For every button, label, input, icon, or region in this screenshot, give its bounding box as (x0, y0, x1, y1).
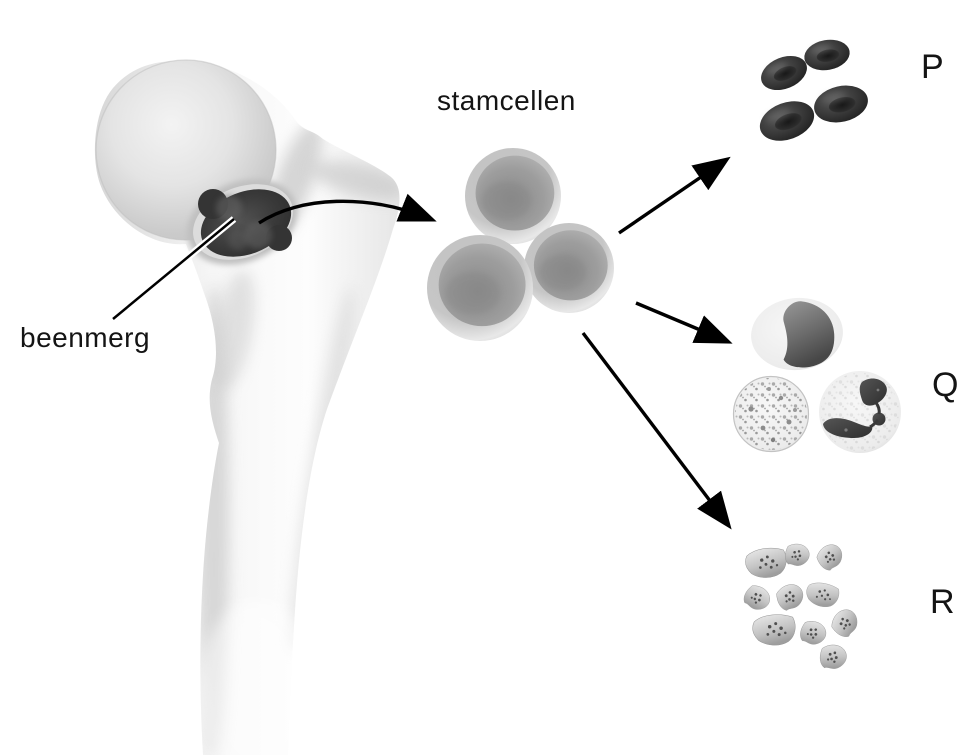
femur-bone (94, 59, 400, 755)
white-blood-cells-group (732, 297, 901, 453)
platelets-group (739, 540, 864, 672)
bone-marrow-label: beenmerg (20, 322, 151, 353)
platelet (817, 642, 849, 672)
red-blood-cells-group (754, 36, 871, 148)
white-blood-cell-monocyte (751, 297, 843, 371)
red-blood-cell (810, 80, 871, 127)
stem-cells-group (427, 148, 614, 341)
platelet (813, 540, 848, 574)
white-blood-cell-neutrophil (819, 371, 901, 453)
label-r: R (930, 583, 956, 621)
platelet (803, 580, 841, 610)
stem-cells-label: stamcellen (437, 85, 576, 116)
white-blood-cell-granulocyte (732, 375, 810, 453)
bone-marrow (187, 179, 297, 265)
platelet (743, 545, 790, 581)
arrow-to-p (618, 156, 731, 235)
red-blood-cell (802, 36, 852, 73)
platelet (826, 604, 864, 642)
red-blood-cell (756, 50, 812, 97)
platelet (773, 581, 807, 613)
red-blood-cell (754, 94, 819, 148)
arrow-to-q (635, 301, 733, 344)
marrow-leader-line (110, 216, 237, 322)
platelet (796, 616, 830, 650)
stem-cell (427, 235, 533, 341)
marrow-to-stemcells-arrow (258, 193, 437, 225)
arrow-to-r (581, 331, 732, 530)
platelet (739, 580, 775, 616)
label-q: Q (932, 366, 959, 404)
platelet (750, 612, 798, 648)
arrows (258, 156, 733, 530)
label-p: P (921, 48, 945, 86)
platelet (782, 540, 813, 570)
stem-cell (524, 223, 614, 313)
